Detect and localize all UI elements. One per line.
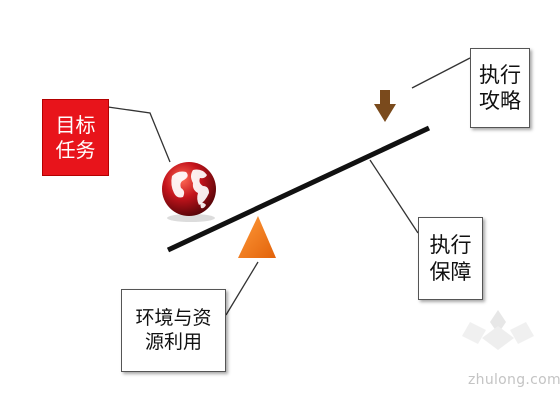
environment-resources-box: 环境与资 源利用 — [121, 289, 226, 372]
environment-resources-line2: 源利用 — [144, 330, 202, 353]
execution-guarantee-line2: 保障 — [429, 259, 472, 284]
goal-task-line1: 目标 — [55, 112, 96, 137]
strategy-leader-line — [411, 57, 471, 89]
zhulong-logo-mark — [462, 310, 534, 350]
down-arrow-icon — [374, 90, 396, 122]
fulcrum-triangle — [238, 216, 276, 258]
goal-leader-line — [107, 106, 171, 163]
execution-strategy-line2: 攻略 — [479, 89, 521, 113]
execution-guarantee-line1: 执行 — [429, 233, 472, 258]
globe-icon — [162, 162, 216, 222]
guarantee-leader-line — [369, 159, 419, 234]
goal-task-box: 目标 任务 — [42, 99, 109, 176]
execution-strategy-box: 执行 攻略 — [470, 48, 530, 128]
resources-leader-line — [225, 261, 259, 316]
goal-task-line2: 任务 — [55, 137, 96, 162]
environment-resources-line1: 环境与资 — [135, 306, 212, 329]
execution-strategy-line1: 执行 — [479, 62, 521, 87]
execution-guarantee-box: 执行 保障 — [418, 217, 483, 300]
watermark-text: zhulong.com — [468, 372, 560, 388]
seesaw-beam — [166, 125, 431, 253]
